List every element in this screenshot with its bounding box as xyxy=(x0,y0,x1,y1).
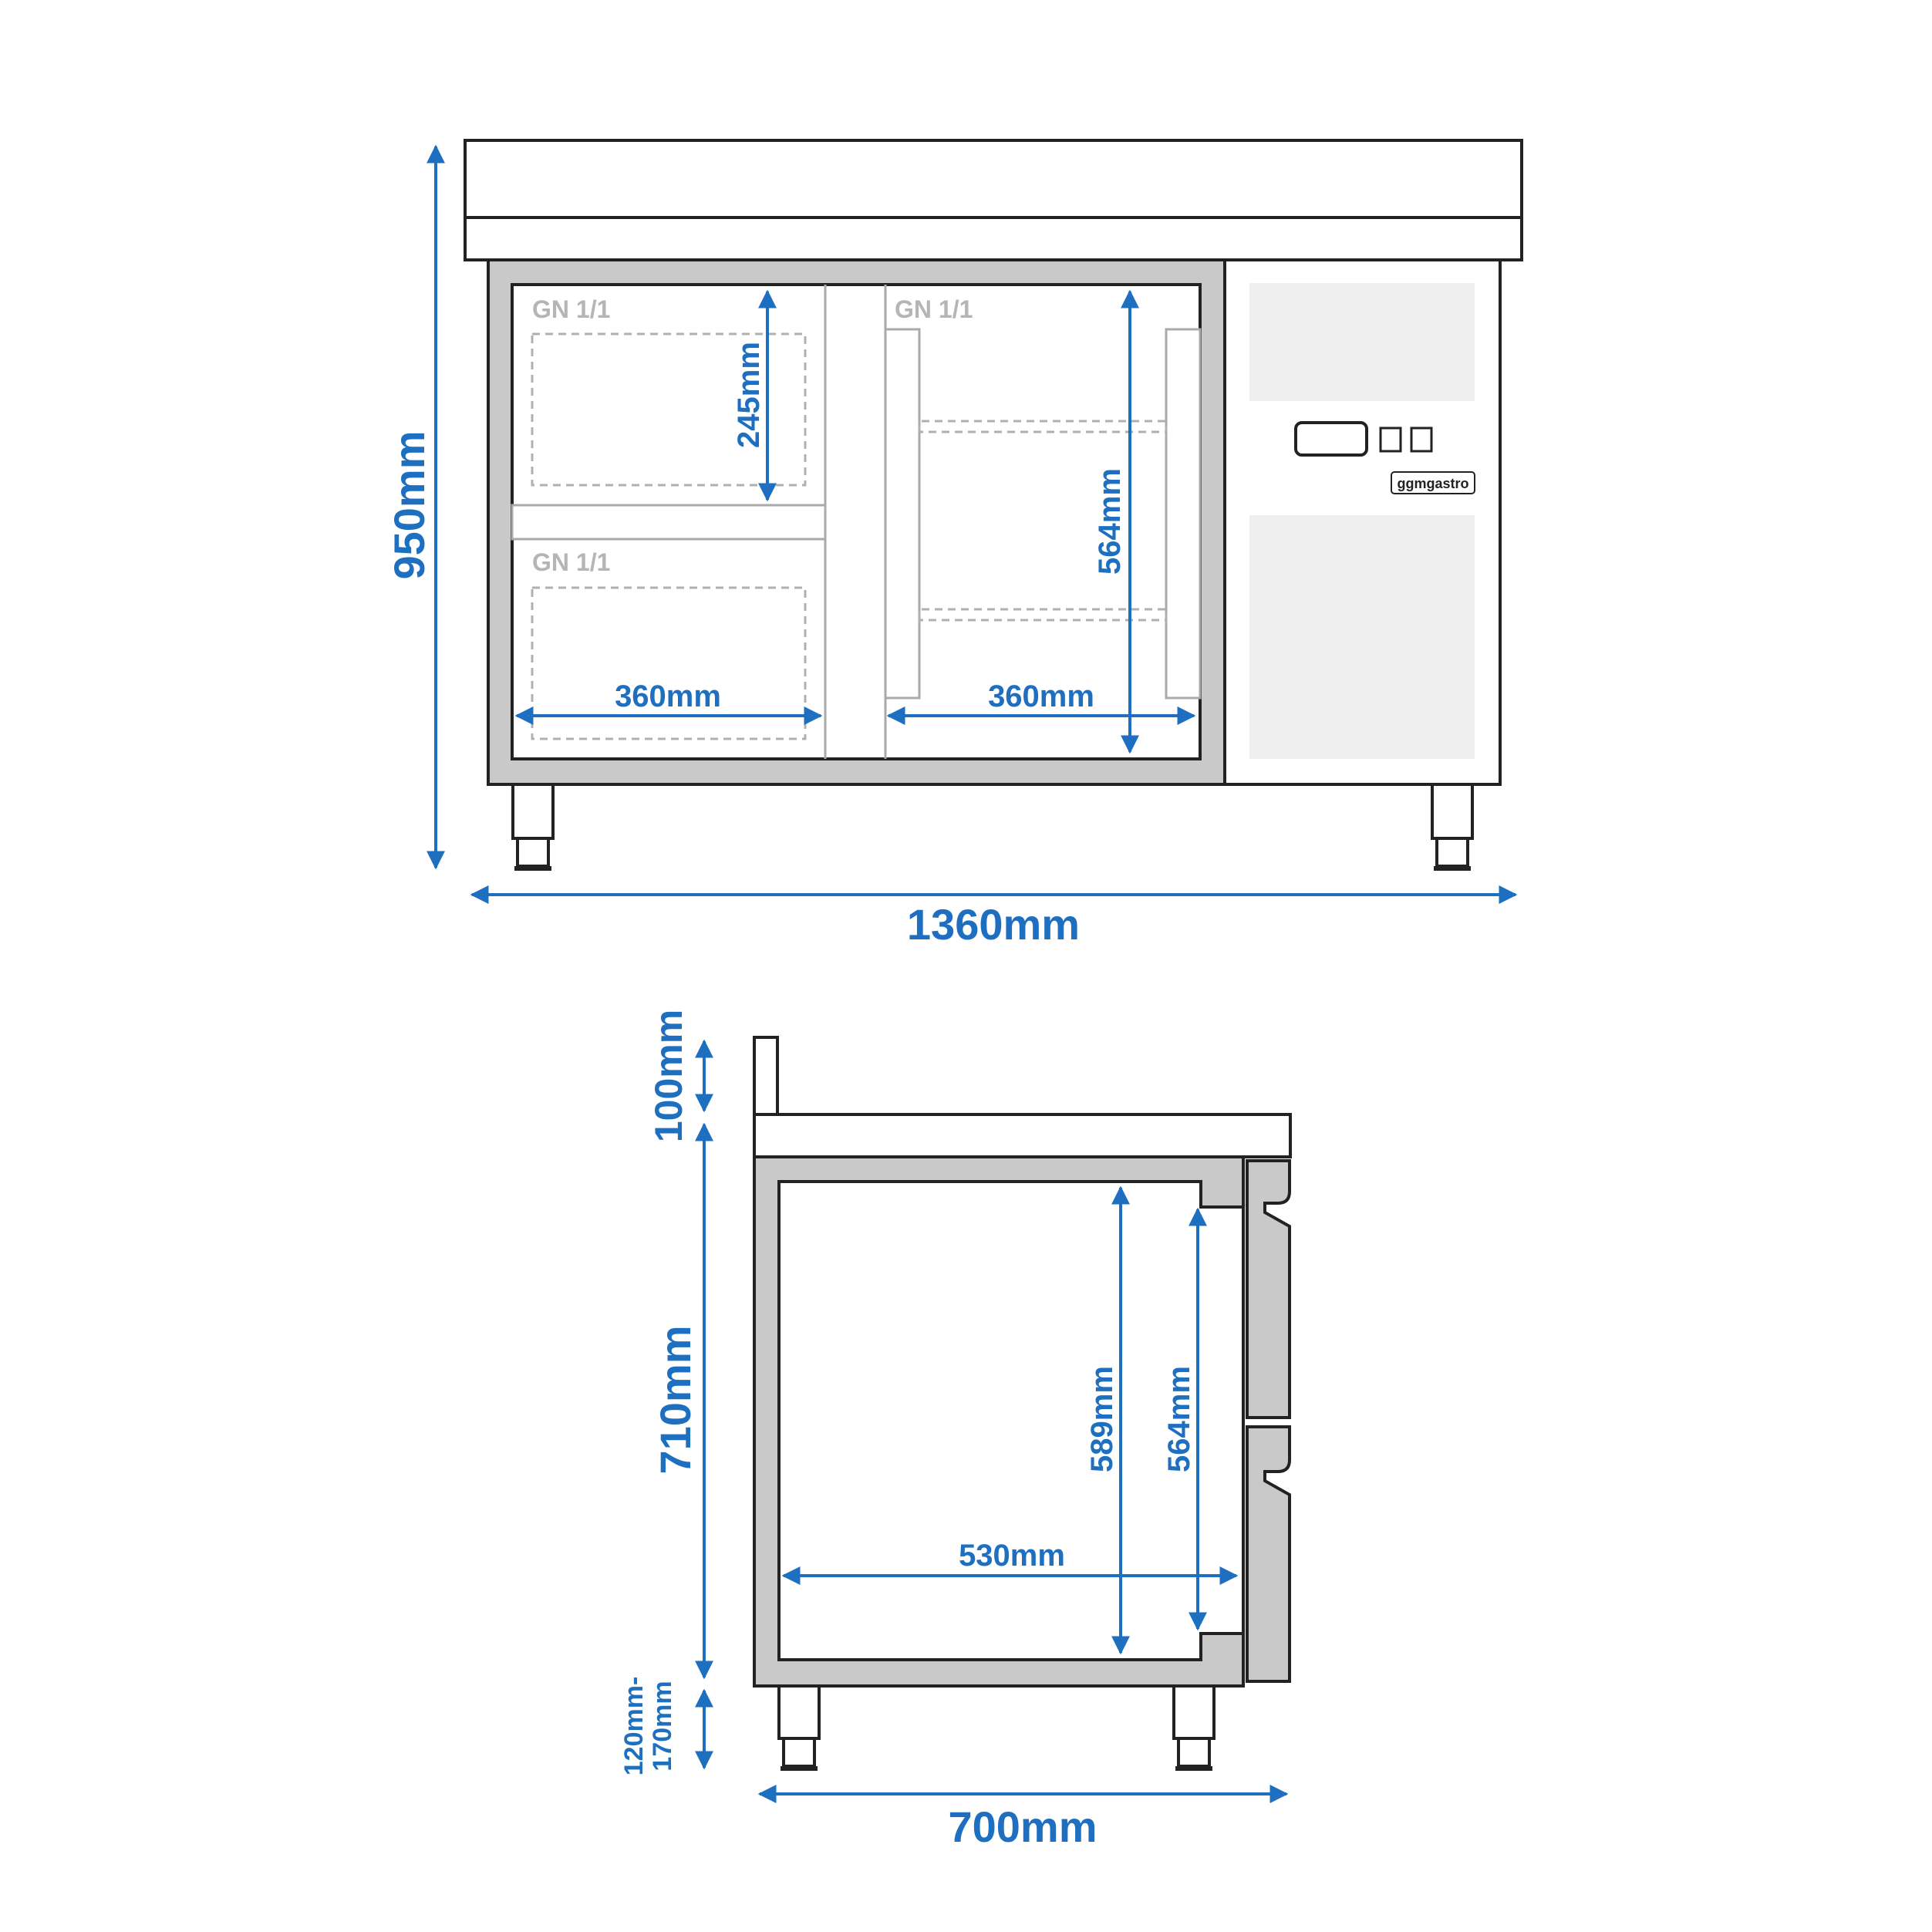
dim-label-710: 710mm xyxy=(651,1325,700,1474)
side-leg-right-foot xyxy=(1177,1737,1211,1768)
brand-logo-text: ggmgastro xyxy=(1397,476,1468,491)
drawer-top xyxy=(1246,1159,1291,1419)
dim-label-legs-line1: 120mm- xyxy=(619,1677,649,1776)
side-view: 100mm 710mm 120mm- 170mm 700mm 530mm 589… xyxy=(619,1010,1292,1851)
side-upstand xyxy=(753,1036,779,1116)
front-worktop xyxy=(464,139,1523,219)
right-shelf-upper xyxy=(918,420,1168,433)
gn-container-top-left xyxy=(531,332,807,487)
front-leg-right-foot xyxy=(1435,837,1469,868)
gn-label-top-left: GN 1/1 xyxy=(532,295,610,323)
controller-display xyxy=(1294,421,1368,457)
gn-container-bottom-left xyxy=(531,586,807,740)
dim-label-360-right: 360mm xyxy=(988,679,1094,713)
controller-button-1 xyxy=(1379,427,1402,453)
front-leg-right xyxy=(1431,783,1474,840)
dim-label-100: 100mm xyxy=(647,1010,690,1142)
controller-button-2 xyxy=(1410,427,1433,453)
drawer-bottom xyxy=(1246,1425,1291,1683)
dim-label-700: 700mm xyxy=(948,1802,1097,1851)
front-left-shelf xyxy=(511,504,827,541)
dim-label-245: 245mm xyxy=(732,342,766,448)
side-leg-left xyxy=(777,1684,821,1740)
brand-badge xyxy=(1391,471,1475,494)
vent-panel-top xyxy=(1249,283,1475,401)
side-leg-left-foot xyxy=(782,1737,816,1768)
dim-label-564-front: 564mm xyxy=(1093,468,1127,575)
right-shelf-lower xyxy=(918,608,1168,622)
front-leg-left-foot xyxy=(516,837,550,868)
gn-label-bottom-left: GN 1/1 xyxy=(532,548,610,576)
side-worktop xyxy=(753,1113,1292,1158)
front-worktop-edge xyxy=(464,216,1523,261)
front-view: GN 1/1 GN 1/1 GN 1/1 ggmgastro 950mm 136… xyxy=(385,139,1523,949)
dim-label-564-side: 564mm xyxy=(1162,1366,1196,1472)
front-leg-left xyxy=(511,783,555,840)
dim-label-360-left: 360mm xyxy=(615,679,721,713)
gn-label-right: GN 1/1 xyxy=(895,295,973,323)
dim-label-legs-line2: 170mm xyxy=(648,1681,677,1771)
vent-panel-bottom xyxy=(1249,515,1475,759)
side-leg-right xyxy=(1172,1684,1216,1740)
dim-label-1360: 1360mm xyxy=(907,900,1080,949)
dim-label-589: 589mm xyxy=(1085,1366,1119,1472)
right-rail-left xyxy=(884,328,921,700)
dim-label-530: 530mm xyxy=(959,1539,1065,1573)
dim-label-950: 950mm xyxy=(385,430,433,579)
right-rail-right xyxy=(1165,328,1202,700)
